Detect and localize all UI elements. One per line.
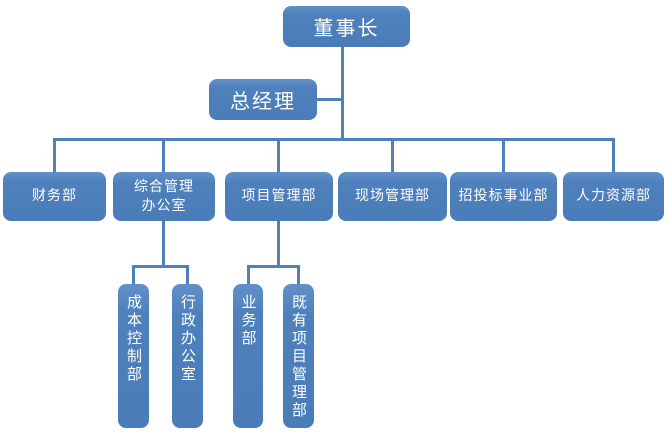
org-node-chairman: 董事长	[283, 6, 410, 47]
org-node-bidding: 招投标事业部	[450, 172, 557, 221]
connector-project-hbar	[247, 265, 300, 268]
node-label: 人力资源部	[576, 188, 651, 205]
connector-drop-finance	[53, 139, 56, 172]
connector-drop-site-mgmt	[391, 139, 394, 172]
node-label: 招投标事业部	[458, 188, 549, 205]
node-label: 项目管理部	[241, 188, 317, 205]
org-node-general-manager: 总经理	[209, 79, 317, 120]
connector-drop-business	[247, 266, 250, 284]
node-label: 既有项目管理部	[290, 294, 308, 420]
connector-drop-project-mgmt	[277, 139, 280, 172]
connector-gm-stub	[317, 98, 342, 101]
node-label: 现场管理部	[355, 188, 430, 205]
org-node-finance: 财务部	[3, 172, 106, 221]
org-node-cost-control: 成本控制部	[118, 284, 149, 428]
node-label: 总经理	[230, 89, 296, 113]
connector-admin-office-hbar	[132, 265, 189, 268]
connector-drop-bidding	[502, 139, 505, 172]
org-node-admin-office: 综合管理 办公室	[113, 172, 215, 221]
org-node-business: 业务部	[233, 284, 263, 428]
connector-main-horizontal	[53, 138, 615, 141]
org-node-hr: 人力资源部	[563, 172, 664, 221]
org-node-site-mgmt: 现场管理部	[338, 172, 447, 221]
connector-drop-existing-projects	[297, 266, 300, 284]
node-label: 董事长	[313, 16, 380, 40]
connector-drop-admin-office	[162, 139, 165, 172]
node-label: 综合管理 办公室	[134, 179, 194, 214]
node-label: 财务部	[32, 188, 77, 205]
connector-admin-office-down	[162, 221, 165, 268]
connector-drop-admin-exec	[186, 266, 189, 284]
node-label: 行政办公室	[179, 294, 197, 384]
connector-drop-hr	[612, 139, 615, 172]
org-node-admin-exec-office: 行政办公室	[172, 284, 203, 428]
node-label: 成本控制部	[125, 294, 143, 384]
connector-root-vertical	[341, 47, 344, 140]
connector-drop-cost-control	[132, 266, 135, 284]
connector-project-down	[277, 221, 280, 268]
node-label: 业务部	[239, 294, 258, 348]
org-node-project-mgmt: 项目管理部	[225, 172, 333, 221]
org-node-existing-projects: 既有项目管理部	[283, 284, 314, 428]
